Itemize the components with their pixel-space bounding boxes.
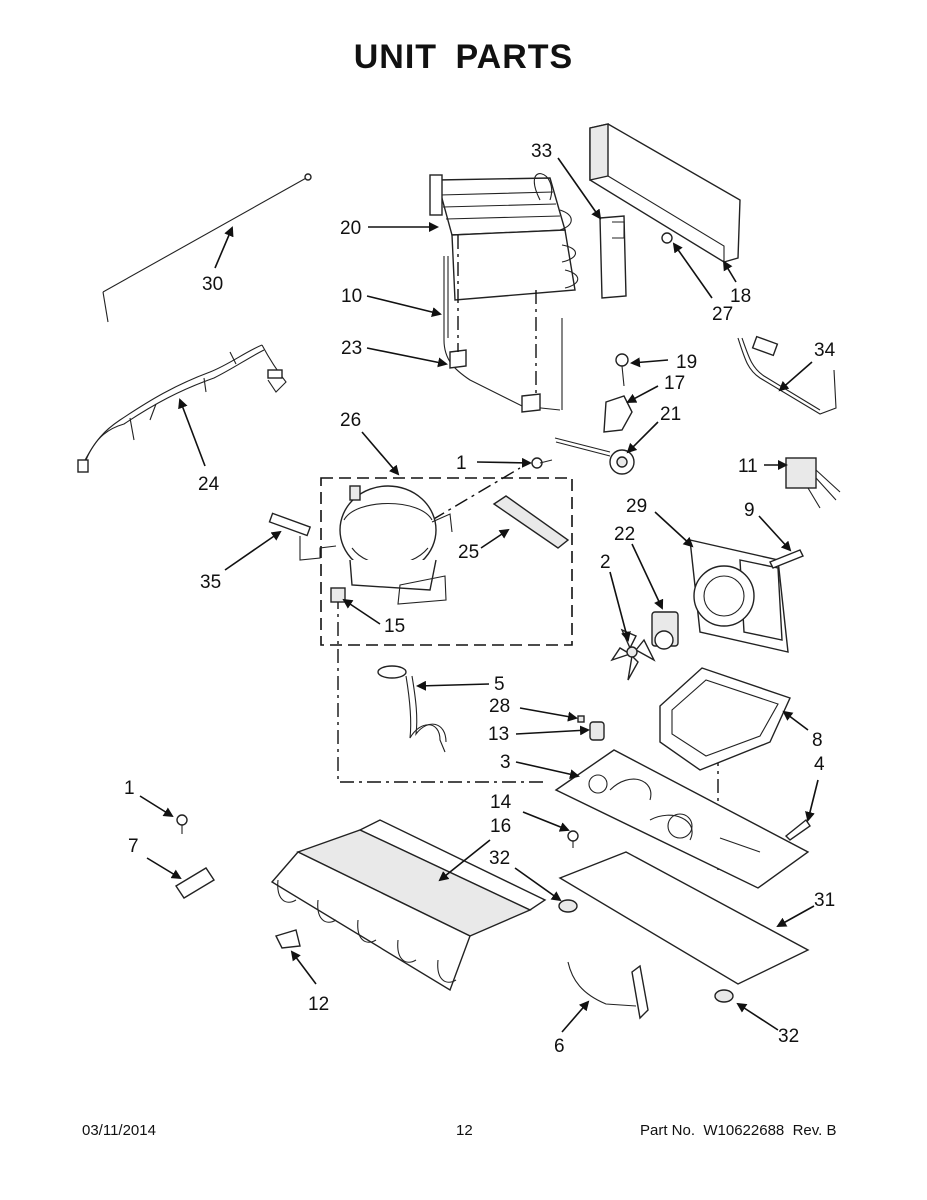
callout-4: 4 [814,754,825,775]
callout-31: 31 [814,890,835,911]
part-20-coil [429,173,579,301]
part-2-fan-blade [610,628,656,681]
part-27-nut [661,232,673,244]
callout-32-upper: 32 [489,848,510,869]
callout-12: 12 [308,994,329,1015]
callout-17: 17 [664,373,685,394]
part-1-screw-lower [176,814,188,834]
callout-5: 5 [494,674,505,695]
callout-6: 6 [554,1036,565,1057]
callout-9: 9 [744,500,755,521]
part-8-tray [659,667,791,771]
part-31-cover [558,851,810,985]
callout-3: 3 [500,752,511,773]
part-35-bracket [268,512,337,561]
callout-19: 19 [676,352,697,373]
part-7-pin [175,867,215,899]
part-21-motor [554,437,635,475]
part-1-screw-upper [531,457,553,469]
part-14-screw [567,830,579,848]
callout-13: 13 [488,724,509,745]
part-32-foot-upper [558,899,578,913]
callout-8: 8 [812,730,823,751]
part-13-grommet [589,721,605,741]
part-16-condenser [270,819,547,992]
part-17-clip [603,395,633,433]
callout-26: 26 [340,410,361,431]
page-title: UNIT PARTS [353,38,574,76]
callout-1-upper: 1 [456,453,467,474]
part-28-fitting [577,715,585,723]
callout-33: 33 [531,141,552,162]
callout-18: 18 [730,286,751,307]
part-6-sensor [567,961,649,1020]
callout-16: 16 [490,816,511,837]
part-24-harness [77,344,287,473]
footer-page-number: 12 [456,1122,473,1139]
callout-10: 10 [341,286,362,307]
callout-28: 28 [489,696,510,717]
part-30-wire [102,173,312,323]
callout-21: 21 [660,404,681,425]
part-9-screw [769,549,804,569]
part-19-screw [615,353,629,387]
callout-32-lower: 32 [778,1026,799,1047]
part-10-tube [443,256,563,413]
callout-7: 7 [128,836,139,857]
part-5-tube [377,665,447,753]
part-34-wire [737,335,837,415]
part-12-clip [275,929,301,949]
part-33-bracket [599,215,627,299]
callout-22: 22 [614,524,635,545]
callout-34: 34 [814,340,836,361]
callout-20: 20 [340,218,361,239]
part-18-channel [589,123,741,263]
callout-14: 14 [490,792,512,813]
callout-1-lower: 1 [124,778,135,799]
footer-part-number: Part No. W10622688 Rev. B [640,1122,837,1139]
callout-27: 27 [712,304,733,325]
part-15-grommet [330,587,346,603]
part-29-shroud [689,539,789,653]
part-26-compressor [320,477,573,646]
part-3-base [554,749,810,889]
callout-35: 35 [200,572,221,593]
callout-30: 30 [202,274,223,295]
part-11-relay [785,457,841,509]
callout-29: 29 [626,496,647,517]
leader-lines [139,157,819,1033]
callout-23: 23 [341,338,362,359]
callout-24: 24 [198,474,220,495]
callout-25: 25 [458,542,479,563]
part-4-screw [784,818,811,841]
part-25-drier [492,495,570,549]
callout-2: 2 [600,552,611,573]
callout-15: 15 [384,616,405,637]
part-22-fan-motor [651,611,679,650]
part-32-foot-lower [714,989,734,1003]
callout-11: 11 [738,456,758,477]
footer-date: 03/11/2014 [82,1122,156,1139]
